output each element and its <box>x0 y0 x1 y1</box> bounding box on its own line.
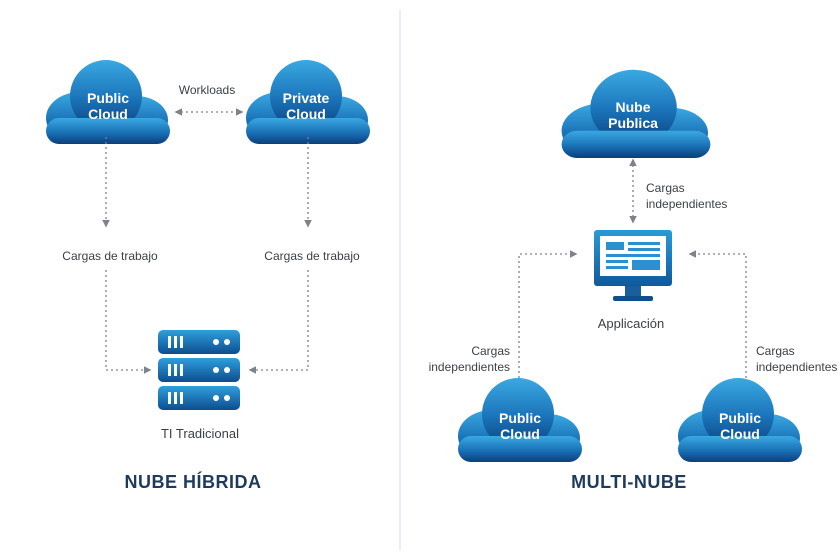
server-label: TI Tradicional <box>160 426 240 441</box>
left-cargas-label: Cargas independientes <box>424 343 510 375</box>
label-line: independientes <box>428 360 510 374</box>
left-to-server-arrow <box>105 270 152 374</box>
app-label: Applicación <box>597 316 665 331</box>
cloud-label-line: Public <box>86 90 130 106</box>
workloads-label: Workloads <box>178 83 236 97</box>
hybrid-heading: NUBE HÍBRIDA <box>124 472 262 492</box>
hybrid-cloud-private-label: Private Cloud <box>283 90 330 122</box>
cloud-label-line: Publica <box>608 115 658 131</box>
right-cargas-label: Cargas independientes <box>756 343 840 375</box>
cloud-label-line: Cloud <box>286 106 326 122</box>
cloud-label-line: Cloud <box>88 106 128 122</box>
server-stack-icon <box>158 330 240 410</box>
label-line: Cargas <box>471 344 510 358</box>
multi-cloud-bottom-right-label: Public Cloud <box>719 410 761 442</box>
monitor-icon <box>594 230 672 301</box>
label-line: independientes <box>646 197 728 211</box>
top-cargas-label: Cargas independientes <box>646 180 727 212</box>
cloud-label-line: Nube <box>615 99 651 115</box>
label-line: independientes <box>756 360 838 374</box>
cloud-label-line: Public <box>498 410 542 426</box>
cloud-label-line: Cloud <box>720 426 760 442</box>
cloud-label-line: Cloud <box>500 426 540 442</box>
label-line: Cargas <box>756 344 795 358</box>
cloud-label-line: Public <box>718 410 762 426</box>
right-to-server-arrow <box>248 270 309 374</box>
multi-cloud-top-label: Nube Publica <box>608 99 658 131</box>
hybrid-cloud-public-label: Public Cloud <box>87 90 129 122</box>
multi-heading: MULTI-NUBE <box>571 472 687 492</box>
left-to-app-arrow <box>518 250 578 378</box>
multi-cloud-bottom-left-label: Public Cloud <box>499 410 541 442</box>
right-to-app-arrow <box>688 250 747 378</box>
label-line: Cargas <box>646 181 685 195</box>
cargas-right-label: Cargas de trabajo <box>264 249 360 263</box>
cloud-label-line: Private <box>282 90 330 106</box>
cargas-left-label: Cargas de trabajo <box>62 249 158 263</box>
